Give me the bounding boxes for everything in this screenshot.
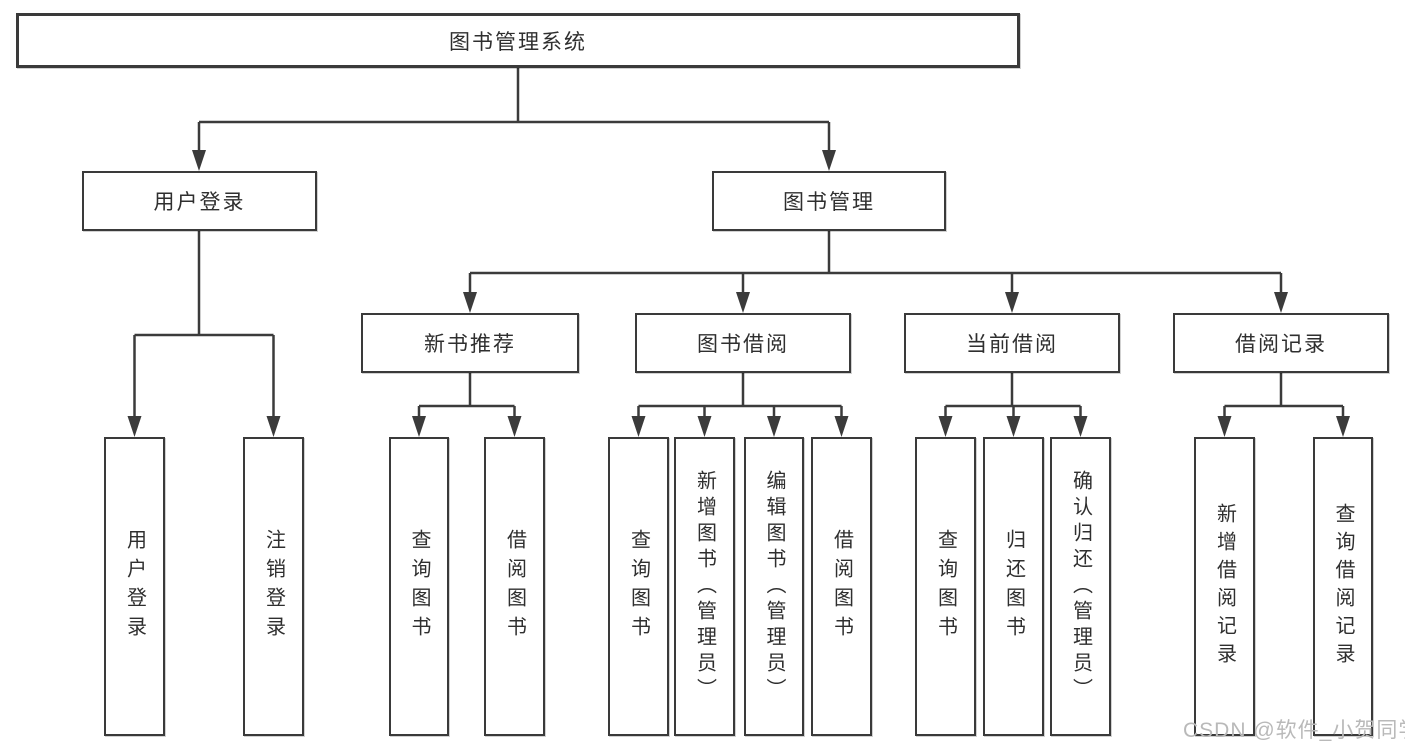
node-leaf-add-borrow-record: 新增借阅记录	[1194, 437, 1255, 736]
node-user-login-label: 用户登录	[153, 191, 246, 214]
node-current-borrow: 当前借阅	[904, 313, 1120, 373]
node-current-borrow-label: 当前借阅	[966, 333, 1058, 356]
node-leaf-confirm-return-admin: 确认归还（管理员）	[1050, 437, 1111, 736]
node-leaf-user-login-label: 用户登录	[123, 528, 146, 645]
node-leaf-query-borrow-record: 查询借阅记录	[1313, 437, 1373, 736]
node-root-system: 图书管理系统	[16, 13, 1020, 68]
node-leaf-borrow-book-1-label: 借阅图书	[503, 528, 526, 645]
node-borrow-record-label: 借阅记录	[1235, 333, 1327, 356]
node-new-book-recommend: 新书推荐	[361, 313, 579, 373]
node-leaf-add-borrow-record-label: 新增借阅记录	[1213, 502, 1236, 671]
node-book-management-label: 图书管理	[783, 191, 875, 214]
node-root-system-label: 图书管理系统	[449, 30, 587, 54]
node-leaf-query-book-2: 查询图书	[608, 437, 669, 736]
node-leaf-query-book-3-label: 查询图书	[934, 528, 957, 645]
watermark-text: CSDN @软件_小贺同学	[1183, 719, 1405, 742]
node-leaf-query-book-2-label: 查询图书	[627, 528, 650, 645]
node-leaf-borrow-book-2: 借阅图书	[811, 437, 872, 736]
edge-borrow-record-children	[1223, 373, 1345, 418]
edge-new-book-recommend-children	[417, 373, 516, 418]
node-book-borrow-label: 图书借阅	[697, 333, 789, 356]
node-book-management: 图书管理	[712, 171, 946, 231]
node-leaf-edit-book-admin: 编辑图书（管理员）	[744, 437, 804, 736]
arrowheads-borrow-record-children	[1217, 416, 1350, 437]
node-leaf-query-book-3: 查询图书	[915, 437, 976, 736]
node-new-book-recommend-label: 新书推荐	[424, 333, 516, 356]
node-user-login: 用户登录	[82, 171, 317, 231]
node-leaf-confirm-return-admin-label: 确认归还（管理员）	[1069, 469, 1092, 704]
node-leaf-user-login: 用户登录	[104, 437, 165, 736]
edge-root-to-level2	[197, 68, 831, 152]
node-leaf-edit-book-admin-label: 编辑图书（管理员）	[763, 469, 785, 704]
node-leaf-return-book-label: 归还图书	[1002, 528, 1025, 645]
node-leaf-add-book-admin-label: 新增图书（管理员）	[693, 469, 716, 704]
arrowheads-current-borrow-children	[938, 416, 1088, 437]
node-borrow-record: 借阅记录	[1173, 313, 1389, 373]
node-leaf-query-borrow-record-label: 查询借阅记录	[1332, 502, 1354, 671]
node-leaf-borrow-book-2-label: 借阅图书	[830, 528, 853, 645]
node-leaf-logout-label: 注销登录	[262, 528, 285, 645]
arrowheads-new-book-recommend-children	[412, 416, 522, 437]
edge-book-borrow-children	[637, 373, 843, 418]
node-leaf-add-book-admin: 新增图书（管理员）	[674, 437, 735, 736]
arrowheads-book-borrow-children	[631, 416, 849, 437]
node-leaf-borrow-book-1: 借阅图书	[484, 437, 545, 736]
edge-book-management-children	[468, 231, 1283, 294]
node-book-borrow: 图书借阅	[635, 313, 851, 373]
node-leaf-logout: 注销登录	[243, 437, 304, 736]
arrowheads-book-management-children	[463, 292, 1288, 313]
arrowheads-root-to-level2	[192, 150, 836, 171]
edge-user-login-children	[133, 231, 275, 418]
edge-current-borrow-children	[944, 373, 1082, 418]
arrowheads-user-login-children	[127, 416, 281, 437]
node-leaf-query-book-1: 查询图书	[389, 437, 449, 736]
node-leaf-return-book: 归还图书	[983, 437, 1044, 736]
node-leaf-query-book-1-label: 查询图书	[408, 528, 430, 645]
